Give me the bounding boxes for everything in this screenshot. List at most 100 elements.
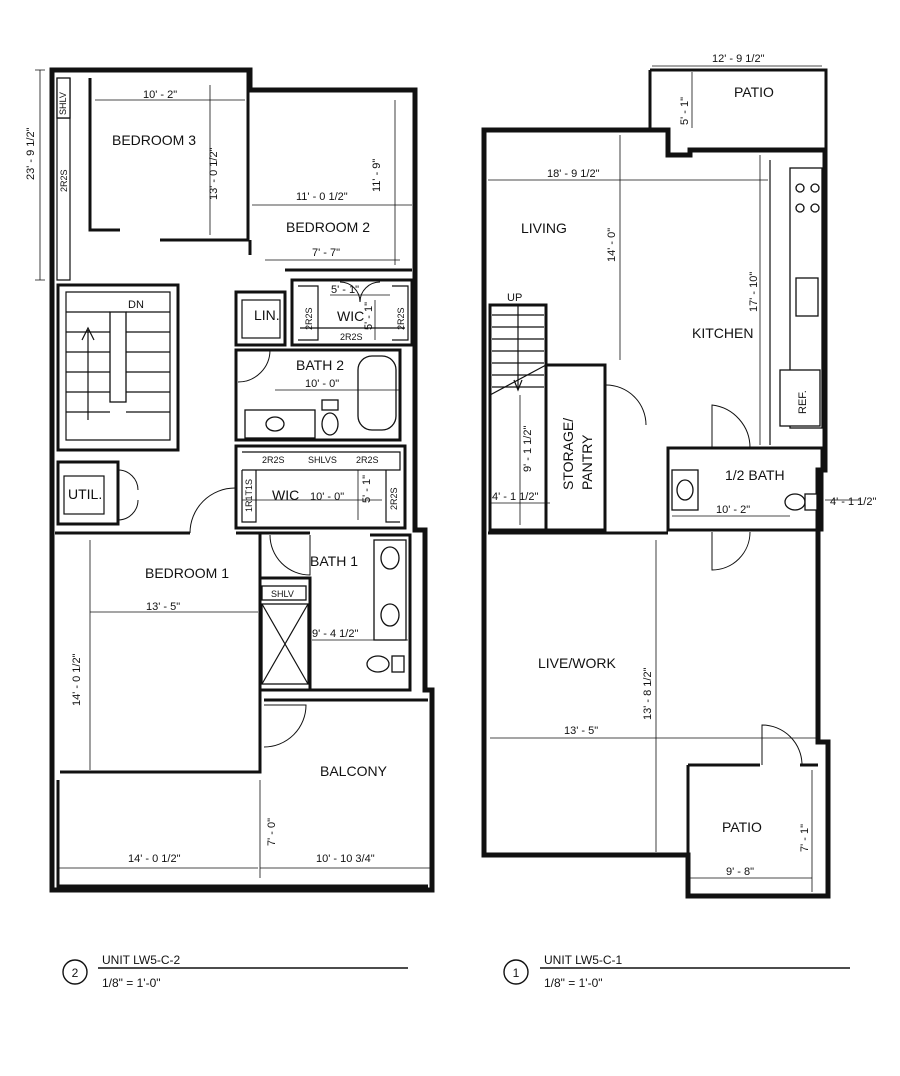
bedroom-3-wall <box>88 72 250 242</box>
storage-wall <box>544 363 607 532</box>
shelf-tag-bath-1: SHLV <box>271 589 294 599</box>
patio-top-width-dim: 12' - 9 1/2" <box>712 53 765 65</box>
linen-wall <box>234 290 287 347</box>
cooktop-burner-4 <box>810 203 820 213</box>
half-bath-toilet-tank <box>804 493 818 511</box>
bedroom-2-label: BEDROOM 2 <box>286 219 370 235</box>
balcony-label: BALCONY <box>320 763 388 779</box>
stair-dn-label: DN <box>128 299 144 311</box>
patio-top-label: PATIO <box>734 84 774 100</box>
bath-1-label: BATH 1 <box>310 553 358 569</box>
rod-tag-wic-left: 2R2S <box>304 307 314 330</box>
util-wall <box>56 460 120 526</box>
rod-tag-wic-bottom: 2R2S <box>340 332 363 342</box>
bath-1-depth-dim: 9' - 4 1/2" <box>312 628 358 640</box>
bath-1-wall <box>260 533 412 692</box>
cooktop-burner-3 <box>795 203 805 213</box>
stair-up-diagonal <box>489 364 547 396</box>
bath-2-toilet-tank <box>321 399 339 411</box>
storage-label-line-2: PANTRY <box>579 434 595 490</box>
rod-tag-lower-right: 2R2S <box>356 455 379 465</box>
wic-lower-wall <box>234 444 407 530</box>
livework-label: LIVE/WORK <box>538 655 616 671</box>
wic-lower-depth-dim: 5' - 1" <box>361 475 373 503</box>
bath-1-shower-cross <box>261 603 309 685</box>
living-label: LIVING <box>521 220 567 236</box>
livework-width-dim: 13' - 5" <box>564 725 598 737</box>
unit-1-marker: 1 <box>513 966 520 980</box>
balcony-door-swing <box>263 704 307 748</box>
unit-2-outer-wall <box>49 67 435 893</box>
patio-top-wall <box>648 68 828 150</box>
bath-2-wall <box>234 348 402 442</box>
unit-1-marker-circle <box>503 959 529 985</box>
patio-door-swing <box>761 724 803 766</box>
overall-depth-dim: 23' - 9 1/2" <box>25 127 37 180</box>
wic-lower-label: WIC <box>272 487 299 503</box>
rod-tag-wic-right: 2R2S <box>396 307 406 330</box>
wic-lower-width-dim: 10' - 0" <box>310 491 344 503</box>
linen-label: LIN. <box>254 307 280 323</box>
bedroom-2-depth-dim: 11' - 9" <box>371 159 383 192</box>
unit-1-scale: 1/8" = 1'-0" <box>544 976 603 990</box>
kitchen-sink <box>795 277 819 317</box>
half-bath-toilet <box>784 493 806 511</box>
bedroom-1-door-swing <box>189 487 236 534</box>
bath-2-width-dim: 10' - 0" <box>305 378 339 390</box>
rod-tag-lower-side: 1R1T1S <box>244 479 254 512</box>
bedroom-3-width-dim: 10' - 2" <box>143 89 177 101</box>
half-bath-door-swing-bottom <box>711 531 751 571</box>
half-bath-sink <box>676 479 694 501</box>
bath-1-toilet <box>366 655 390 673</box>
wic-upper-depth-dim: 5' - 1" <box>363 302 375 330</box>
kitchen-depth-dim: 17' - 10" <box>748 272 760 312</box>
stair-arrow <box>81 326 95 420</box>
wic-upper-wall <box>290 278 414 347</box>
balcony-width-left-dim: 14' - 0 1/2" <box>128 853 181 865</box>
unit-1-dimension-lines <box>488 65 860 892</box>
unit-2-scale: 1/8" = 1'-0" <box>102 976 161 990</box>
bedroom-2-width-dim: 11' - 0 1/2" <box>296 191 348 203</box>
cooktop-burner-2 <box>810 183 820 193</box>
bedroom-1-depth-dim: 14' - 0 1/2" <box>71 653 83 706</box>
bedroom-1-width-dim: 13' - 5" <box>146 601 180 613</box>
bath-2-tub <box>357 355 397 431</box>
patio-top-depth-dim: 5' - 1" <box>679 97 691 125</box>
stair-enclosure <box>56 283 180 452</box>
bath-1-sink-top <box>380 546 400 570</box>
unit-2-marker: 2 <box>72 966 79 980</box>
half-bath-label: 1/2 BATH <box>725 467 785 483</box>
unit-2-dimension-lines <box>35 69 430 878</box>
bedroom-2-wall <box>248 240 412 272</box>
balcony-width-right-dim: 10' - 10 3/4" <box>316 853 375 865</box>
patio-bottom-wall <box>686 763 818 855</box>
bedroom-1-wall <box>55 531 310 774</box>
wic-upper-door-swing <box>339 281 381 303</box>
unit-2-marker-circle <box>62 959 88 985</box>
storage-width-dim: 4' - 1 1/2" <box>492 491 538 503</box>
refrigerator <box>779 369 821 427</box>
balcony-wall <box>56 698 428 888</box>
stair-well <box>109 311 127 403</box>
util-label: UTIL. <box>68 486 102 502</box>
rod-tag-lower-left: 2R2S <box>262 455 285 465</box>
unit-2-caption: 2 UNIT LW5-C-2 1/8" = 1'-0" <box>62 953 408 990</box>
storage-depth-dim: 9' - 1 1/2" <box>522 426 534 472</box>
livework-depth-dim: 13' - 8 1/2" <box>642 667 654 720</box>
kitchen-label: KITCHEN <box>692 325 753 341</box>
storage-label-line-1: STORAGE/ <box>560 418 576 490</box>
refrigerator-label: REF. <box>797 390 809 414</box>
unit-1-name: UNIT LW5-C-1 <box>544 953 623 967</box>
shelves-tag-lower: SHLVS <box>308 455 337 465</box>
util-door-swing <box>117 469 139 521</box>
shelf-tag: SHLV <box>58 92 68 115</box>
unit-2-name: UNIT LW5-C-2 <box>102 953 181 967</box>
patio-bottom-width-dim: 9' - 8" <box>726 866 754 878</box>
stair-up-treads <box>492 305 544 392</box>
stair-up-label: UP <box>507 292 522 304</box>
unit-2-plan: BEDROOM 3 BEDROOM 2 BEDROOM 1 BATH 2 BAT… <box>25 67 435 893</box>
bath-2-sink <box>265 416 285 432</box>
bath-2-label: BATH 2 <box>296 357 344 373</box>
bedroom-3-label: BEDROOM 3 <box>112 132 196 148</box>
